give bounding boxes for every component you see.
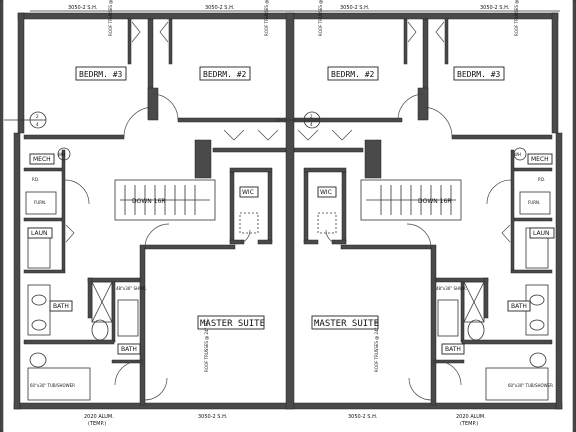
room-label-left-mech: MECH bbox=[33, 156, 51, 163]
room-label-left-bath: BATH bbox=[53, 303, 69, 310]
room-label-right-bedrm-3: BEDRM. #3 bbox=[457, 70, 501, 79]
roof-note-left-c: ROOF TRUSSES @ 24" O.C. bbox=[204, 318, 209, 372]
svg-text:4: 4 bbox=[310, 122, 313, 127]
alum-left-sub: (TEMP.) bbox=[88, 421, 106, 427]
tub-right: 60"x30" TUB/SHOWER bbox=[508, 383, 553, 388]
dim-top-right-b: 3050-2 S.H. bbox=[480, 5, 510, 11]
alum-right: 2020 ALUM. bbox=[456, 414, 486, 420]
room-label-left-laun: LAUN bbox=[31, 230, 47, 237]
room-label-right-wic: WIC bbox=[320, 189, 332, 196]
room-label-right-mech: MECH bbox=[531, 156, 549, 163]
room-label-left-bath2: BATH bbox=[121, 346, 137, 353]
left-unit-doors bbox=[64, 21, 279, 401]
dim-top-left-b: 3050-2 S.H. bbox=[205, 5, 235, 11]
room-label-right-bath2: BATH bbox=[445, 346, 461, 353]
room-label-right-master: MASTER SUITE bbox=[314, 319, 379, 329]
dim-bottom-left-a: 3050-2 S.H. bbox=[198, 414, 228, 420]
room-label-left-wic: WIC bbox=[242, 189, 254, 196]
tub-left: 60"x30" TUB/SHOWER bbox=[30, 383, 75, 388]
alum-left: 2020 ALUM. bbox=[84, 414, 114, 420]
svg-text:2: 2 bbox=[310, 114, 313, 119]
room-label-left-master: MASTER SUITE bbox=[200, 319, 265, 329]
shower-right: 48"x36" SHWR. bbox=[436, 286, 467, 291]
left-unit-fixtures bbox=[25, 147, 259, 401]
roof-note-left-a: ROOF TRUSSES @ 24" O.C. bbox=[108, 0, 113, 36]
svg-text:4: 4 bbox=[36, 122, 39, 127]
dim-top-right-a: 3050-2 S.H. bbox=[340, 5, 370, 11]
furn-left: FURN. bbox=[34, 200, 46, 205]
right-unit-walls bbox=[293, 18, 553, 406]
section-marker-right: 2 4 bbox=[276, 111, 321, 129]
room-label-right-laun: LAUN bbox=[533, 230, 549, 237]
pd-left: P.D. bbox=[32, 177, 39, 182]
alum-right-sub: (TEMP.) bbox=[460, 421, 478, 427]
roof-note-right-c: ROOF TRUSSES @ 24" O.C. bbox=[374, 318, 379, 372]
dim-bottom-right-a: 3050-2 S.H. bbox=[348, 414, 378, 420]
wh-left: WH bbox=[58, 152, 65, 157]
right-unit-doors bbox=[297, 21, 512, 401]
stairs-label-right: DOWN 16R bbox=[418, 198, 451, 205]
left-unit-walls bbox=[23, 18, 287, 406]
dim-top-left-a: 3050-2 S.H. bbox=[68, 5, 98, 11]
roof-note-right-a: ROOF TRUSSES @ 24" O.C. bbox=[318, 0, 323, 36]
furn-right: FURN. bbox=[528, 200, 540, 205]
svg-text:2: 2 bbox=[36, 114, 39, 119]
shower-left: 48"x36" SHWR. bbox=[116, 286, 147, 291]
stairs-label-left: DOWN 16R bbox=[132, 198, 165, 205]
wh-right: WH bbox=[514, 152, 521, 157]
pd-right: P.D. bbox=[538, 177, 545, 182]
room-label-left-bedrm-2: BEDRM. #2 bbox=[203, 70, 247, 79]
section-marker-left: 2 4 bbox=[4, 111, 47, 129]
room-label-left-bedrm-3: BEDRM. #3 bbox=[79, 70, 123, 79]
roof-note-right-b: ROOF TRUSSES @ 24" O.C. bbox=[514, 0, 519, 36]
roof-note-left-b: ROOF TRUSSES @ 24" O.C. bbox=[264, 0, 269, 36]
room-label-right-bedrm-2: BEDRM. #2 bbox=[331, 70, 375, 79]
room-label-right-bath: BATH bbox=[511, 303, 527, 310]
